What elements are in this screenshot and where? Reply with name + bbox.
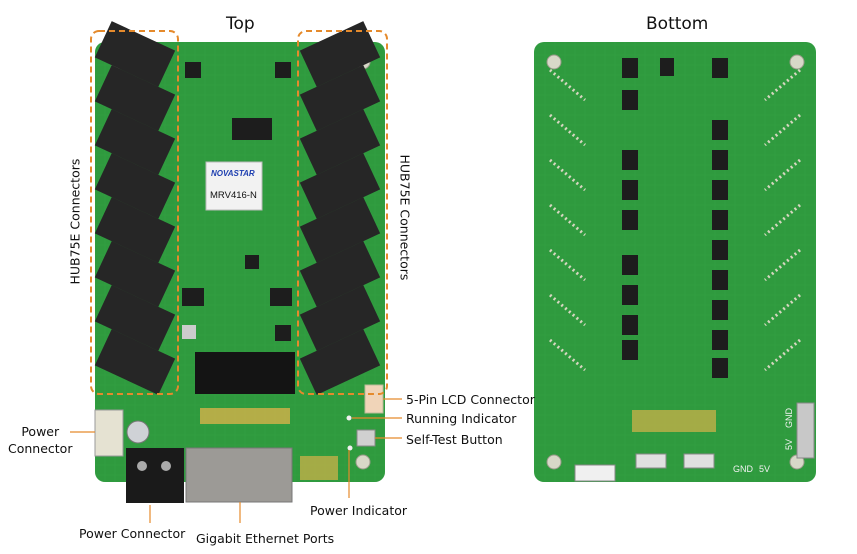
gigabit-callout: Gigabit Ethernet Ports [196,531,335,546]
mount-hole [355,454,371,470]
hub75e-connector [299,197,381,263]
chip [182,288,204,306]
pin-header [200,408,290,424]
right-connector-label: HUB75E Connectors [397,154,413,281]
hub75e-connector [299,109,381,175]
top-board: NOVASTAR MRV416-N [70,21,402,523]
mount-hole [789,54,805,70]
hub75e-connector [299,21,381,87]
lcd-callout: 5-Pin LCD Connector [406,392,535,407]
bottom-title: Bottom [646,14,709,34]
power-connector-left-callout: Power Connector [8,423,72,457]
hub75e-connector [94,285,176,351]
power-terminal-pads [796,402,815,459]
hub75e-connector [94,329,176,395]
power-connector-left-line2: Connector [8,441,73,456]
gnd-bottom-label: GND [733,464,754,474]
left-connector-label: HUB75E Connectors [67,158,83,285]
main-chip [195,352,295,394]
mount-hole [546,54,562,70]
v5-bottom-label: 5V [759,464,770,474]
bottom-connector-a [635,453,667,469]
power-connector-left-part [94,409,124,457]
top-title: Top [226,14,255,34]
hub75e-connector [94,109,176,175]
gigabit-ethernet-ports [185,447,293,503]
board-logo: NOVASTAR [211,169,255,178]
bottom-chips [622,58,728,378]
chip [185,62,201,78]
selftest-callout: Self-Test Button [406,432,503,447]
left-connector-highlight [90,30,179,395]
hub75e-connector [299,241,381,307]
v5-side-label: 5V [784,439,794,450]
model-sticker [205,161,263,211]
hub75e-connector [299,65,381,131]
chip [232,118,272,140]
terminal-block [126,448,184,503]
bottom-connector-c [574,464,616,482]
hub75e-connector [94,241,176,307]
running-led [346,415,352,421]
pin-grid [300,456,338,480]
hub75e-connector [299,285,381,351]
power-indicator-callout: Power Indicator [310,503,408,518]
left-hub75e-connectors [94,21,176,395]
running-callout: Running Indicator [406,411,517,426]
bottom-pin-grid [632,410,716,432]
chip [245,255,259,269]
bottom-connector-b [683,453,715,469]
right-connector-highlight [297,30,388,395]
small-chip [275,325,291,341]
hub75e-connector [299,153,381,219]
power-led [347,445,353,451]
mount-hole [546,454,562,470]
lcd-connector [364,384,384,414]
small-chip [182,325,196,339]
power-connector-bottom-callout: Power Connector [79,526,186,541]
self-test-button [356,429,376,447]
hub75e-connector [94,21,176,87]
chip [270,288,292,306]
hub75e-connector [299,329,381,395]
power-connector-left-line1: Power [21,424,60,439]
hub75e-connector [94,65,176,131]
right-hub75e-connectors [299,21,381,395]
bottom-board: GND 5V GND 5V [534,42,816,482]
chip [275,62,291,78]
gnd-top-label: GND [784,408,794,429]
hub75e-connector [94,197,176,263]
board-model: MRV416-N [210,190,257,201]
hub75e-connector [94,153,176,219]
capacitor [126,420,150,444]
